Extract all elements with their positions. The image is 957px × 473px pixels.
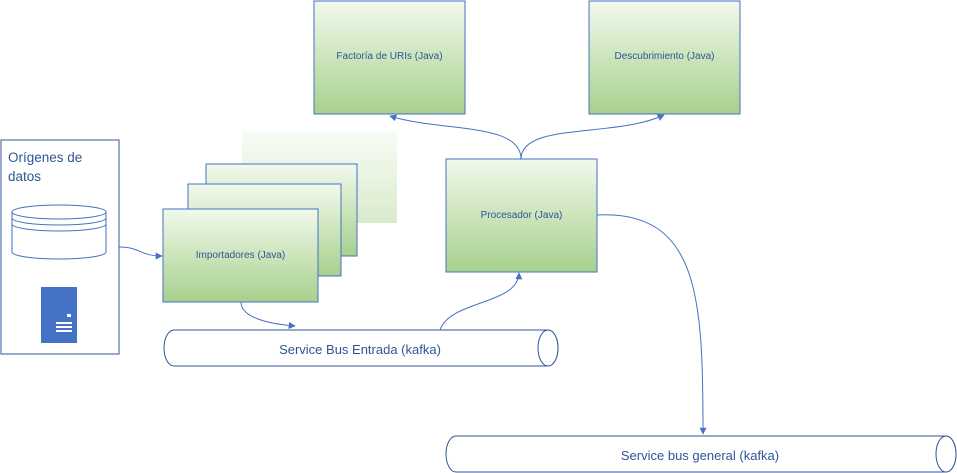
processor-label: Procesador (Java)	[480, 209, 563, 221]
data-sources-title: Orígenes de datos	[8, 150, 83, 184]
arrow-processor-to-discovery	[520, 114, 665, 160]
discovery-label: Descubrimiento (Java)	[614, 50, 715, 62]
uri-factory-box	[313, 0, 466, 115]
arrow-processor-to-general-bus	[596, 214, 707, 435]
general-bus-label: Service bus general (kafka)	[620, 447, 780, 463]
discovery-box	[588, 0, 741, 115]
input-bus-label: Service Bus Entrada (kafka)	[279, 341, 441, 357]
input-bus-cylinder	[163, 329, 559, 367]
uri-factory-label: Factoría de URIs (Java)	[336, 50, 443, 62]
arrow-importers-to-input-bus	[240, 301, 296, 329]
database-icon	[11, 204, 107, 260]
importers-box	[162, 208, 319, 303]
arrow-sources-to-importers	[118, 246, 163, 260]
arrow-input-bus-to-processor	[439, 272, 523, 331]
arrow-processor-to-uri-factory	[389, 114, 522, 160]
server-icon	[41, 287, 77, 343]
general-bus-cylinder	[445, 435, 957, 473]
processor-box	[445, 158, 598, 273]
importers-label: Importadores (Java)	[195, 249, 286, 261]
